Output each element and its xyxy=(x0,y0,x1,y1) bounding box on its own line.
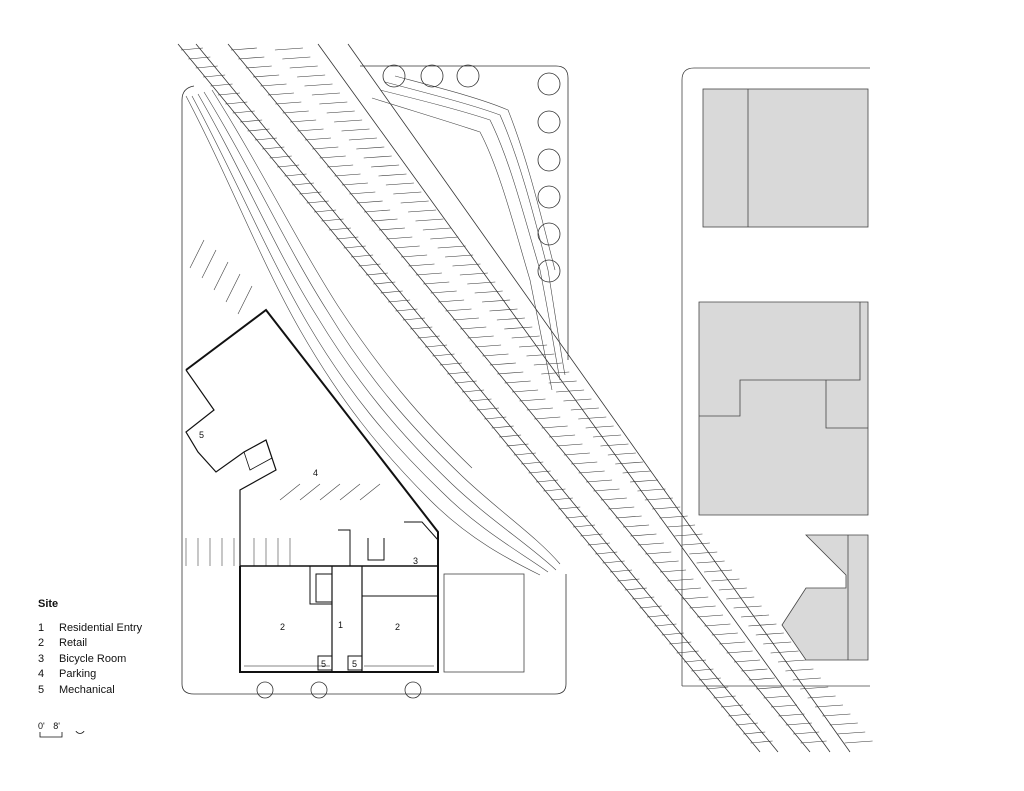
label-bicycle-room: 3 xyxy=(413,556,418,566)
legend-item-num: 5 xyxy=(38,683,45,696)
legend-item-num: 1 xyxy=(38,621,45,634)
building-footprint xyxy=(185,308,439,673)
parking-stalls xyxy=(185,239,381,566)
legend-item-label: Residential Entry xyxy=(59,621,143,634)
scale-bar: 0' 8' xyxy=(38,721,98,745)
legend-item-label: Retail xyxy=(59,637,88,650)
label-mechanical-south-b: 5 xyxy=(352,659,357,669)
label-retail-east: 2 xyxy=(395,622,400,632)
scale-start-label: 0' xyxy=(38,721,45,731)
room-labels: 2 2 1 3 4 5 5 5 xyxy=(199,430,418,669)
legend-item: 3 Bicycle Room xyxy=(38,651,142,667)
legend-item-num: 3 xyxy=(38,652,45,665)
topography-contours xyxy=(185,75,566,576)
label-mechanical-north: 5 xyxy=(199,430,204,440)
legend-item: 4 Parking xyxy=(38,667,142,683)
rail-ties xyxy=(180,47,873,744)
label-retail-west: 2 xyxy=(280,622,285,632)
label-parking: 4 xyxy=(313,468,318,478)
street-trees xyxy=(256,64,561,699)
legend-item-label: Mechanical xyxy=(59,683,115,696)
legend-item: 2 Retail xyxy=(38,636,142,652)
legend-title: Site xyxy=(38,598,59,610)
site-boundary-left xyxy=(181,65,569,695)
legend: Site 1 Residential Entry 2 Retail 3 Bicy… xyxy=(38,598,142,698)
scale-end-label: 8' xyxy=(53,721,60,731)
legend-item-label: Parking xyxy=(59,668,97,681)
legend-item-num: 2 xyxy=(38,637,45,650)
label-residential-entry: 1 xyxy=(338,620,343,630)
legend-item-num: 4 xyxy=(38,668,45,681)
label-mechanical-south-a: 5 xyxy=(321,659,326,669)
neighboring-buildings xyxy=(698,88,869,661)
legend-item: 5 Mechanical xyxy=(38,682,142,698)
scale-graphic xyxy=(39,724,85,738)
north-arrow-icon xyxy=(75,724,85,734)
legend-item-label: Bicycle Room xyxy=(59,652,127,665)
legend-item: 1 Residential Entry xyxy=(38,620,142,636)
adjacent-site xyxy=(443,67,870,687)
